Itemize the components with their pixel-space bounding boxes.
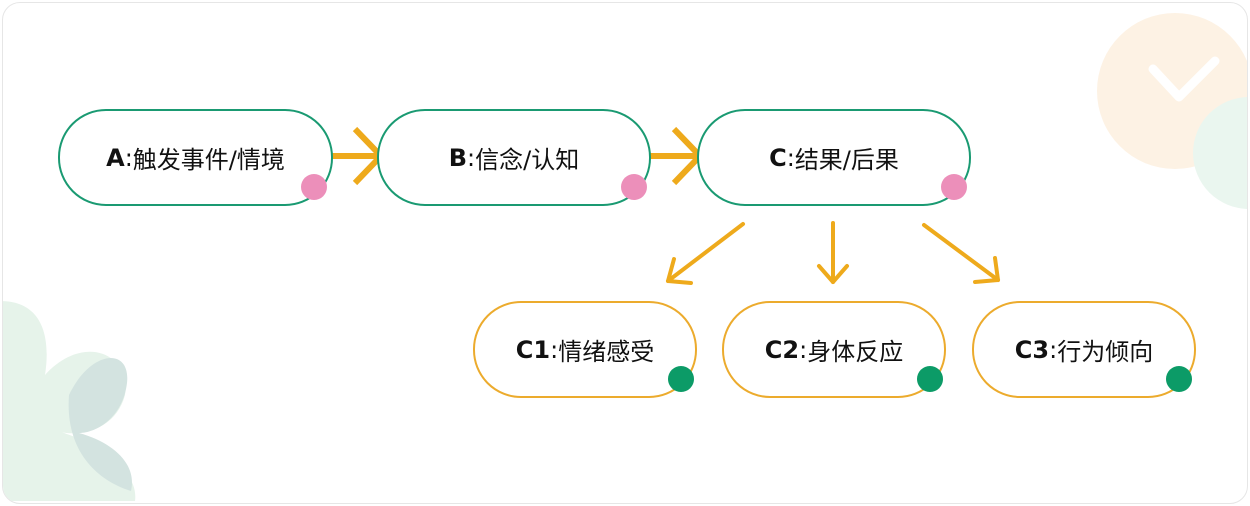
node-a-trigger-event: A: 触发事件/情境 [58, 109, 333, 206]
connectors [309, 126, 1000, 285]
node-separator: : [1049, 335, 1058, 364]
node-code: C [769, 143, 787, 172]
node-b-pink-dot [621, 174, 647, 200]
arrow-c-to-c1 [666, 222, 745, 283]
node-separator: : [550, 335, 559, 364]
decor-leaf-dark [68, 358, 132, 491]
arrow-c-to-c2-head [817, 264, 849, 284]
node-c2-green-dot [917, 366, 943, 392]
node-separator: : [799, 335, 808, 364]
node-code: C3 [1014, 335, 1050, 364]
node-c-pink-dot [941, 174, 967, 200]
node-c3-green-dot [1166, 366, 1192, 392]
node-code: A [106, 143, 125, 172]
node-label: 触发事件/情境 [132, 146, 285, 174]
node-separator: : [786, 143, 795, 172]
node-code: C2 [764, 335, 800, 364]
node-code: B [448, 143, 468, 172]
node-label: 行为倾向 [1057, 338, 1154, 366]
decor-green-circle [1193, 97, 1247, 209]
node-separator: : [124, 143, 133, 172]
node-separator: : [467, 143, 476, 172]
node-c-consequence: C: 结果/后果 [697, 109, 971, 206]
node-label: 信念/认知 [475, 146, 580, 174]
node-a-pink-dot [301, 174, 327, 200]
node-b-belief: B: 信念/认知 [377, 109, 651, 206]
arrow-c-to-c3-head [973, 256, 1000, 284]
arrow-c-to-c3 [922, 223, 1000, 282]
chevron-down-icon [1148, 56, 1220, 102]
node-c1-emotion: C1: 情绪感受 [473, 301, 697, 398]
node-label: 结果/后果 [794, 146, 899, 174]
background-decoration [3, 13, 1247, 501]
node-label: 身体反应 [807, 338, 904, 366]
node-label: 情绪感受 [558, 338, 655, 366]
node-c3-behavior: C3: 行为倾向 [972, 301, 1196, 398]
node-c2-body-reaction: C2: 身体反应 [722, 301, 946, 398]
node-c1-green-dot [668, 366, 694, 392]
arrow-c-to-c1-head [666, 257, 693, 285]
node-code: C1 [515, 335, 551, 364]
